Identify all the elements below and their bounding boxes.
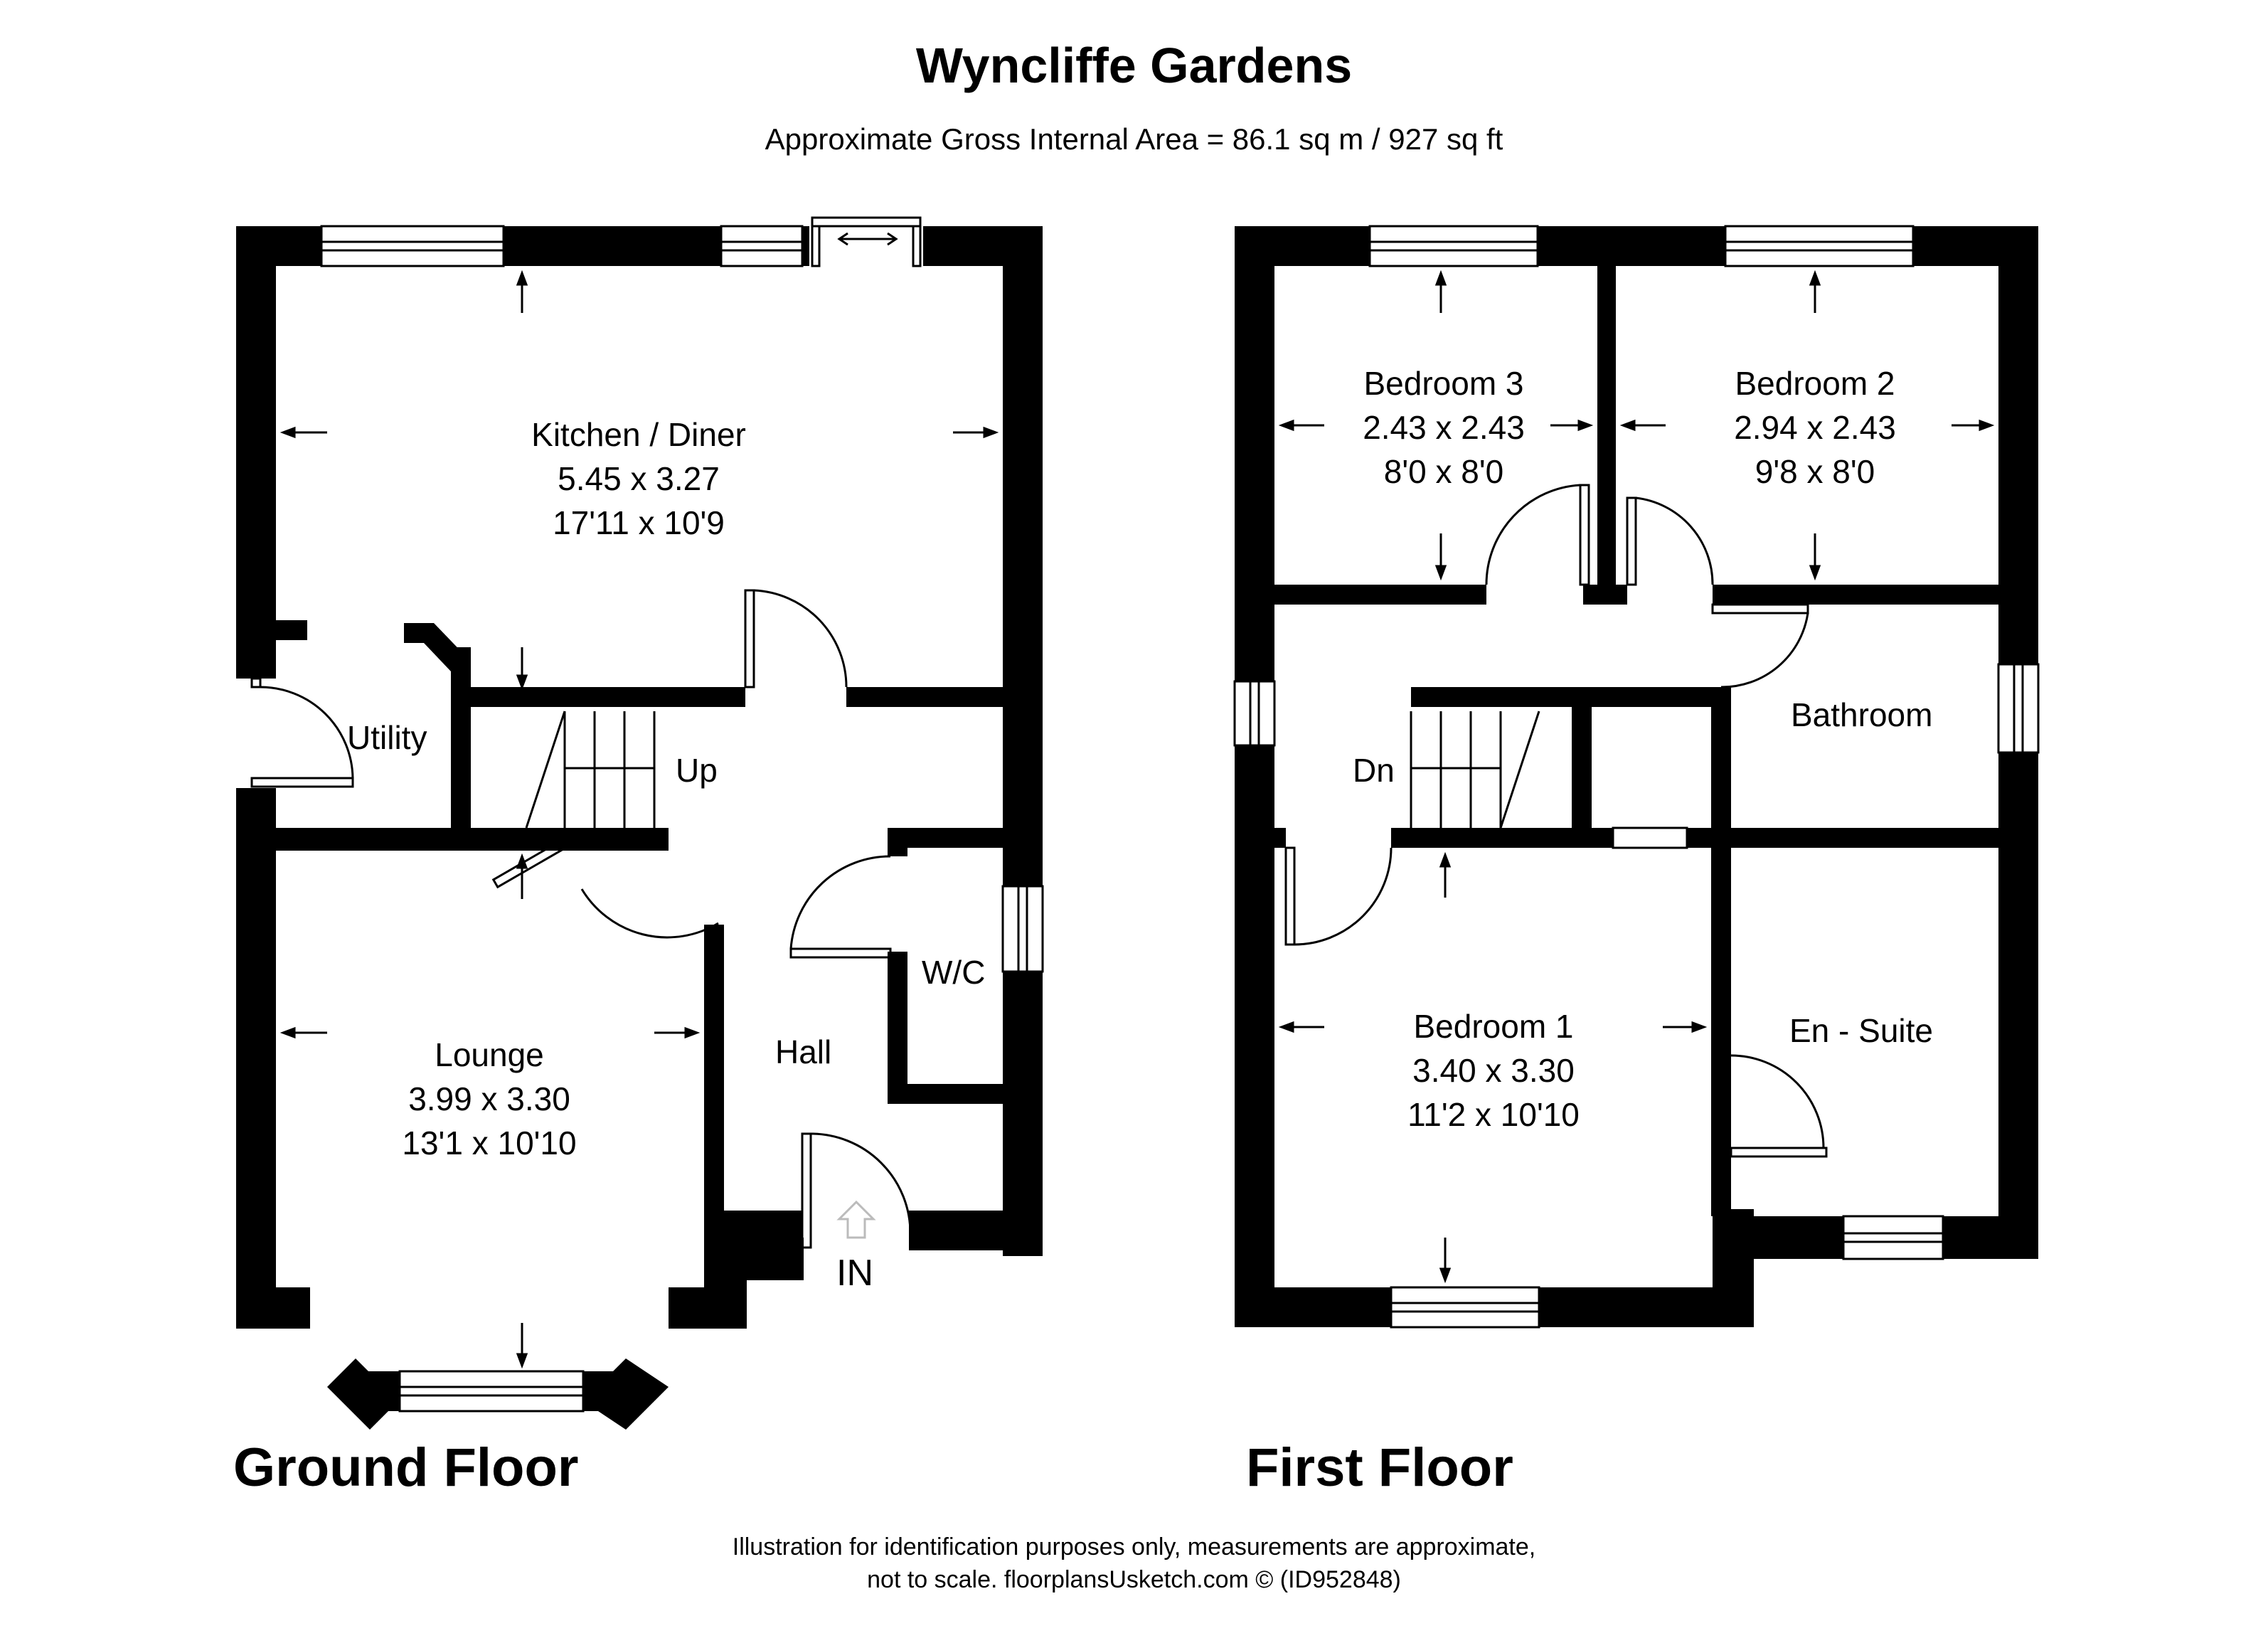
room-size-metric: 3.40 x 3.30 [1412,1052,1575,1089]
room-kitchen-diner: Kitchen / Diner 5.45 x 3.27 17'11 x 10'9 [531,413,746,545]
gross-internal-area: Approximate Gross Internal Area = 86.1 s… [765,122,1503,156]
room-bathroom: Bathroom [1791,696,1933,733]
stairs-down-label: Dn [1353,752,1395,789]
room-name: Kitchen / Diner [531,416,746,453]
first-floor-dimension-arrows [1278,270,1995,1284]
ground-floor-doors [250,589,912,1249]
entrance-label: IN [836,1253,873,1294]
ground-floor-title: Ground Floor [233,1437,579,1498]
room-utility: Utility [347,719,427,756]
room-size-metric: 2.94 x 2.43 [1734,409,1896,446]
room-size-metric: 2.43 x 2.43 [1363,409,1525,446]
room-size-imperial: 17'11 x 10'9 [553,504,725,541]
disclaimer-line-1: Illustration for identification purposes… [732,1533,1536,1560]
room-size-imperial: 11'2 x 10'10 [1407,1096,1580,1133]
ground-floor-walls [236,226,1043,1430]
ground-floor-dimension-arrows [279,270,999,1369]
room-wc: W/C [922,954,986,991]
room-hall: Hall [775,1033,832,1070]
room-name: Lounge [435,1036,544,1073]
disclaimer-footer: Illustration for identification purposes… [0,1531,2268,1596]
room-bedroom-3: Bedroom 3 2.43 x 2.43 8'0 x 8'0 [1363,361,1525,494]
room-size-metric: 5.45 x 3.27 [558,460,720,497]
first-floor-title: First Floor [1246,1437,1513,1498]
sliding-doors [811,216,922,267]
room-lounge: Lounge 3.99 x 3.30 13'1 x 10'10 [402,1033,576,1165]
room-size-imperial: 9'8 x 8'0 [1755,453,1875,490]
first-floor-walls [1235,226,2038,1327]
first-floor-windows [1233,225,2040,1329]
room-bedroom-1: Bedroom 1 3.40 x 3.30 11'2 x 10'10 [1407,1004,1580,1137]
ground-floor-windows [320,225,1044,1413]
room-size-imperial: 13'1 x 10'10 [402,1124,577,1161]
room-name: Bedroom 1 [1413,1008,1574,1045]
first-floor-doors [1284,484,1828,1158]
room-name: Bedroom 2 [1735,365,1895,402]
room-name: Bedroom 3 [1363,365,1524,402]
room-size-metric: 3.99 x 3.30 [408,1080,570,1117]
room-bedroom-2: Bedroom 2 2.94 x 2.43 9'8 x 8'0 [1734,361,1896,494]
stairs-up-label: Up [676,752,718,789]
plan-title: Wyncliffe Gardens [915,38,1353,93]
room-en-suite: En - Suite [1789,1012,1933,1049]
room-size-imperial: 8'0 x 8'0 [1383,453,1504,490]
disclaimer-line-2: not to scale. floorplansUsketch.com © (I… [867,1566,1401,1593]
